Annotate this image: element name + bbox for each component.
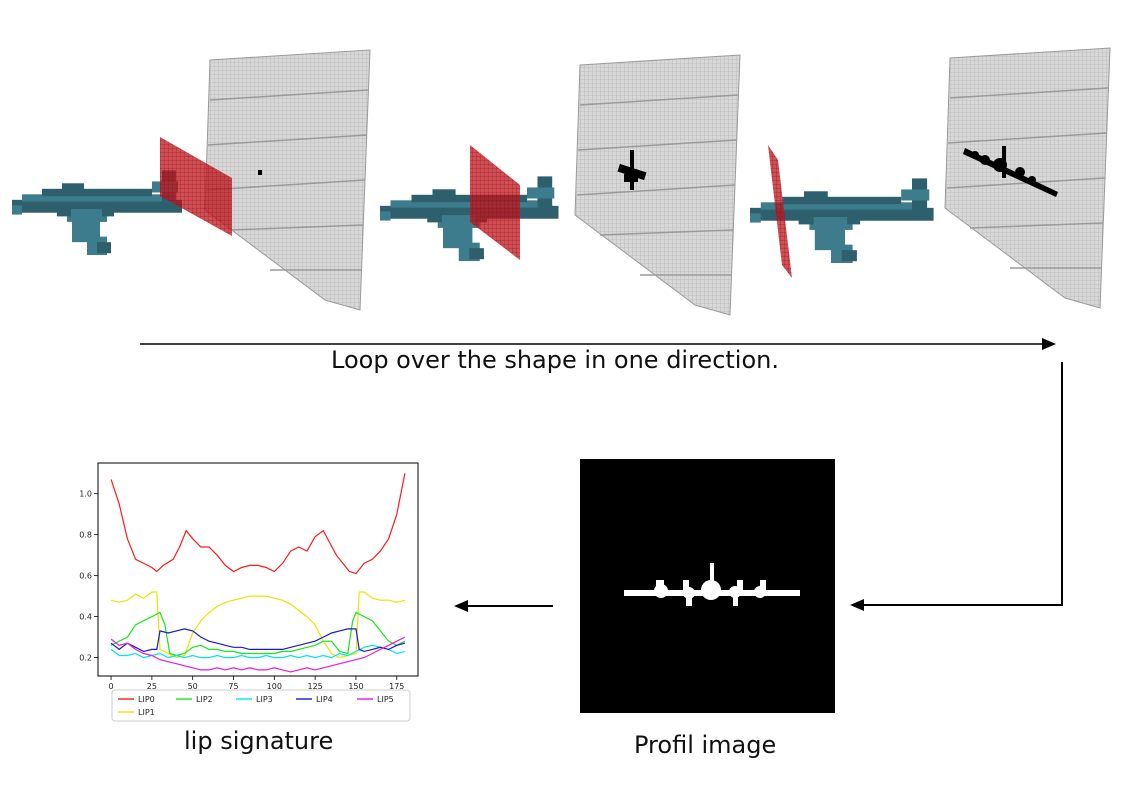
legend-label-lip4: LIP4 [316, 695, 333, 704]
legend-label-lip2: LIP2 [196, 695, 213, 704]
step-3-scene [750, 47, 1111, 309]
series-line-lip0 [110, 473, 406, 575]
chart-series-group [110, 473, 406, 673]
projection-silhouette [963, 146, 1058, 197]
series-line-lip1 [110, 591, 406, 659]
caption-loop: Loop over the shape in one direction. [331, 346, 779, 374]
series-line-lip3 [110, 644, 406, 659]
legend-label-lip1: LIP1 [138, 708, 155, 717]
profile-image [580, 459, 835, 713]
x-tick-label: 100 [267, 682, 282, 691]
slicing-plane-icon [470, 145, 520, 260]
series-line-lip5 [110, 636, 406, 673]
caption-profil-image: Profil image [634, 731, 777, 759]
legend-label-lip3: LIP3 [256, 695, 273, 704]
projection-grid-icon [574, 54, 741, 316]
projection-silhouette [617, 150, 647, 190]
airplane-voxel-icon [380, 176, 559, 262]
y-tick-label: 1.0 [79, 490, 92, 499]
x-tick-label: 175 [389, 682, 404, 691]
chart-plot-area [97, 462, 419, 677]
x-tick-label: 0 [109, 682, 114, 691]
legend-label-lip5: LIP5 [377, 695, 394, 704]
airplane-voxel-icon [12, 170, 182, 256]
slicing-plane-icon [768, 145, 792, 278]
connector-down-left [850, 362, 1063, 611]
projection-dot [258, 170, 262, 175]
step-2-scene [380, 54, 741, 316]
series-line-lip4 [110, 628, 406, 653]
chart-ticks-group: 0 25 50 75 100 125 150 175 0.2 0.4 0.6 0.8 1.0 [79, 490, 404, 691]
y-tick-label: 0.8 [79, 531, 92, 540]
y-tick-label: 0.6 [79, 572, 92, 581]
step-1-scene [12, 49, 371, 311]
caption-lip-signature: lip signature [184, 727, 334, 755]
series-line-lip2 [110, 611, 406, 657]
x-tick-label: 75 [228, 682, 238, 691]
x-tick-label: 125 [308, 682, 323, 691]
x-tick-label: 25 [147, 682, 157, 691]
legend-label-lip0: LIP0 [138, 695, 155, 704]
x-tick-label: 50 [188, 682, 198, 691]
slicing-plane-icon [160, 137, 232, 236]
y-tick-label: 0.4 [79, 613, 92, 622]
x-tick-label: 150 [348, 682, 363, 691]
y-tick-label: 0.2 [79, 654, 92, 663]
airplane-silhouette [624, 563, 800, 606]
